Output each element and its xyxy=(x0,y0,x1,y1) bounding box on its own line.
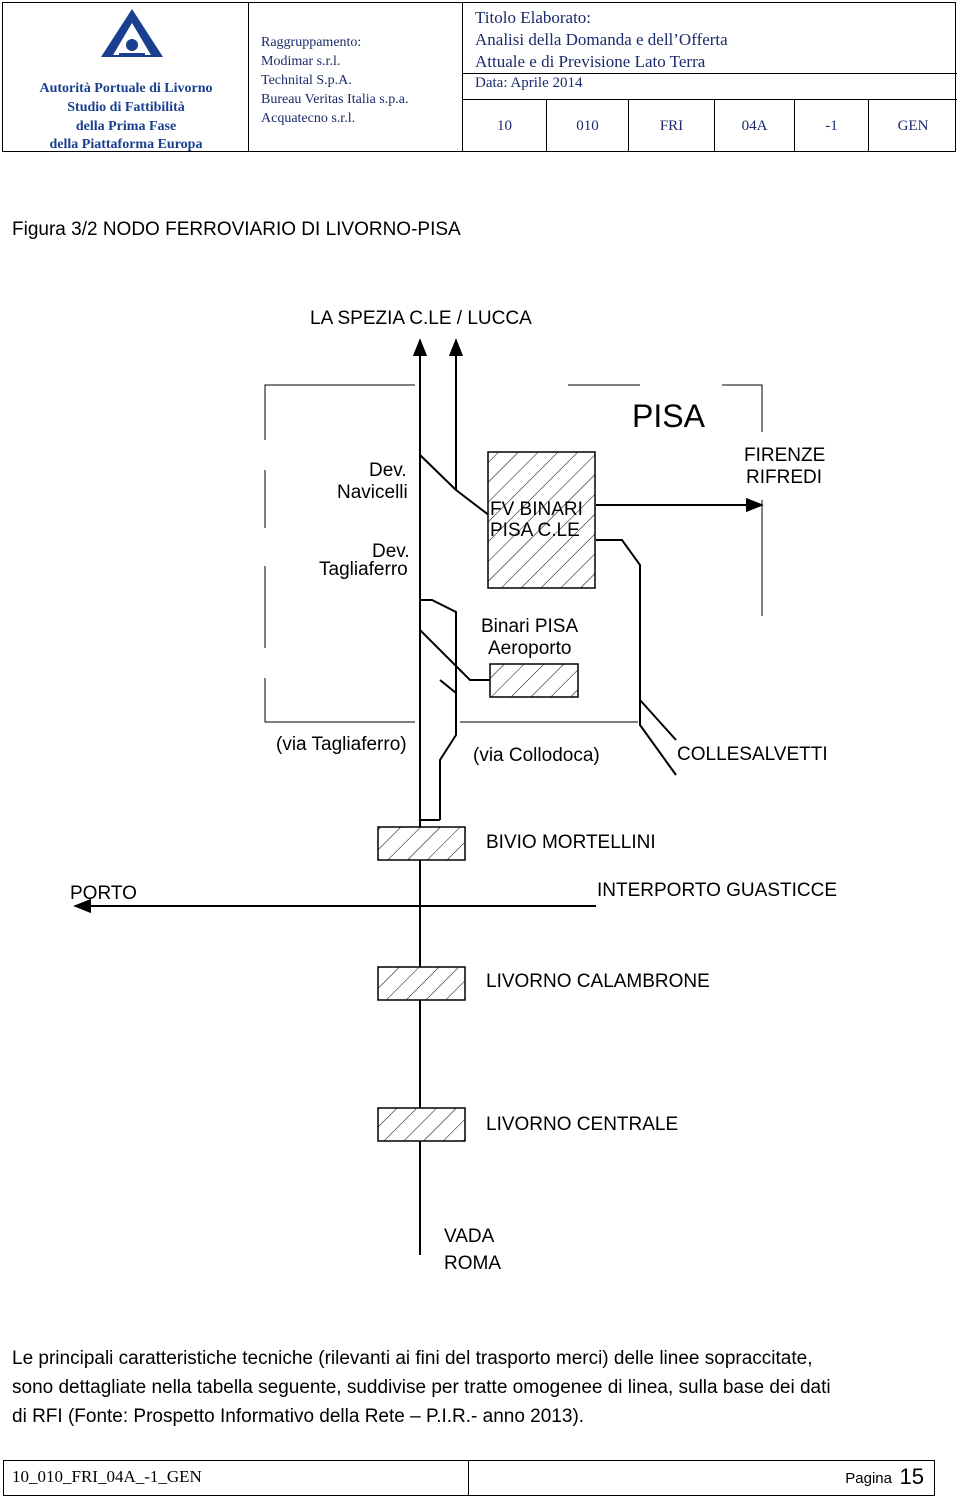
divider xyxy=(463,73,957,74)
pisa-label: PISA xyxy=(632,398,705,434)
org-line-1: Autorità Portuale di Livorno xyxy=(39,81,213,96)
firm-line-4: Bureau Veritas Italia s.p.a. xyxy=(261,92,409,107)
code-cell-5: -1 xyxy=(795,100,869,152)
code-cell-6: GEN xyxy=(897,118,929,134)
footer-doc-code: 10_010_FRI_04A_-1_GEN xyxy=(12,1467,202,1486)
code-row: 10 010 FRI 04A -1 GEN xyxy=(463,99,957,152)
fv-binari-label-2: PISA C.LE xyxy=(490,520,580,541)
interporto-label: INTERPORTO GUASTICCE xyxy=(597,880,837,901)
title-line-1: Titolo Elaborato: xyxy=(475,8,592,27)
paragraph-line-2: sono dettagliate nella tabella seguente,… xyxy=(12,1377,831,1398)
port-authority-logo-icon xyxy=(99,7,165,59)
centrale-label: LIVORNO CENTRALE xyxy=(486,1114,679,1135)
document-header: Autorità Portuale di Livorno Studio di F… xyxy=(2,2,957,152)
collesalvetti-label: COLLESALVETTI xyxy=(677,744,828,765)
fv-pisa-station xyxy=(487,451,596,589)
aeroporto-station xyxy=(489,663,579,698)
footer-page-label: Pagina xyxy=(845,1470,892,1487)
org-line-4: della Piattaforma Europa xyxy=(49,137,203,152)
dev-tagliaferro-label-2: Tagliaferro xyxy=(319,559,408,580)
date-label: Data: Aprile 2014 xyxy=(475,75,583,91)
dev-navicelli-label-2: Navicelli xyxy=(337,482,408,503)
bivio-mortellini-station xyxy=(377,826,466,861)
fv-binari-label-1: FV BINARI xyxy=(490,499,583,520)
via-collodoca-label: (via Collodoca) xyxy=(473,745,600,766)
figure-caption: Figura 3/2 NODO FERROVIARIO DI LIVORNO-P… xyxy=(12,219,461,240)
title-cell: Titolo Elaborato: Analisi della Domanda … xyxy=(463,3,957,152)
rail-lines xyxy=(73,338,764,1255)
centrale-station xyxy=(377,1107,466,1142)
binari-aeroporto-label-2: Aeroporto xyxy=(488,638,572,659)
footer-page-cell: Pagina 15 xyxy=(468,1461,934,1495)
firenze-label: FIRENZE xyxy=(744,445,826,466)
firm-line-1: Raggruppamento: xyxy=(261,35,362,50)
org-cell: Autorità Portuale di Livorno Studio di F… xyxy=(3,3,249,152)
la-spezia-label: LA SPEZIA C.LE / LUCCA xyxy=(310,308,532,329)
pisa-area-boundary xyxy=(264,384,763,723)
org-line-3: della Prima Fase xyxy=(75,119,177,134)
code-cell-4: 04A xyxy=(715,100,795,152)
title-line-2: Analisi della Domanda e dell’Offerta xyxy=(475,30,728,49)
binari-aeroporto-label-1: Binari PISA xyxy=(481,616,579,637)
org-line-2: Studio di Fattibilità xyxy=(67,100,185,115)
title-line-3: Attuale e di Previsione Lato Terra xyxy=(475,52,706,71)
firm-line-3: Technital S.p.A. xyxy=(261,73,352,88)
bivio-mortellini-label: BIVIO MORTELLINI xyxy=(486,832,656,853)
vada-label: VADA xyxy=(444,1226,495,1247)
via-tagliaferro-label: (via Tagliaferro) xyxy=(276,734,407,755)
rifredi-label: RIFREDI xyxy=(746,467,822,488)
roma-label: ROMA xyxy=(444,1253,501,1274)
footer-page-number: 15 xyxy=(899,1464,924,1489)
footer-code-cell: 10_010_FRI_04A_-1_GEN xyxy=(4,1461,469,1495)
code-cell-3: FRI xyxy=(629,100,715,152)
paragraph-line-3: di RFI (Fonte: Prospetto Informativo del… xyxy=(12,1406,585,1427)
code-cell-1: 10 xyxy=(463,100,547,152)
body-paragraph: Le principali caratteristiche tecniche (… xyxy=(12,1344,952,1431)
dev-navicelli-label-1: Dev. xyxy=(369,460,407,481)
firm-line-2: Modimar s.r.l. xyxy=(261,54,341,69)
firm-cell: Raggruppamento: Modimar s.r.l. Technital… xyxy=(249,3,463,151)
calambrone-station xyxy=(377,966,466,1001)
firm-line-5: Acquatecno s.r.l. xyxy=(261,111,356,126)
paragraph-line-1: Le principali caratteristiche tecniche (… xyxy=(12,1348,813,1369)
page-footer: 10_010_FRI_04A_-1_GEN Pagina 15 xyxy=(3,1460,935,1496)
calambrone-label: LIVORNO CALAMBRONE xyxy=(486,971,710,992)
code-cell-2: 010 xyxy=(547,100,629,152)
porto-label: PORTO xyxy=(70,883,137,904)
dev-tagliaferro-label-1: Dev. xyxy=(372,541,410,562)
